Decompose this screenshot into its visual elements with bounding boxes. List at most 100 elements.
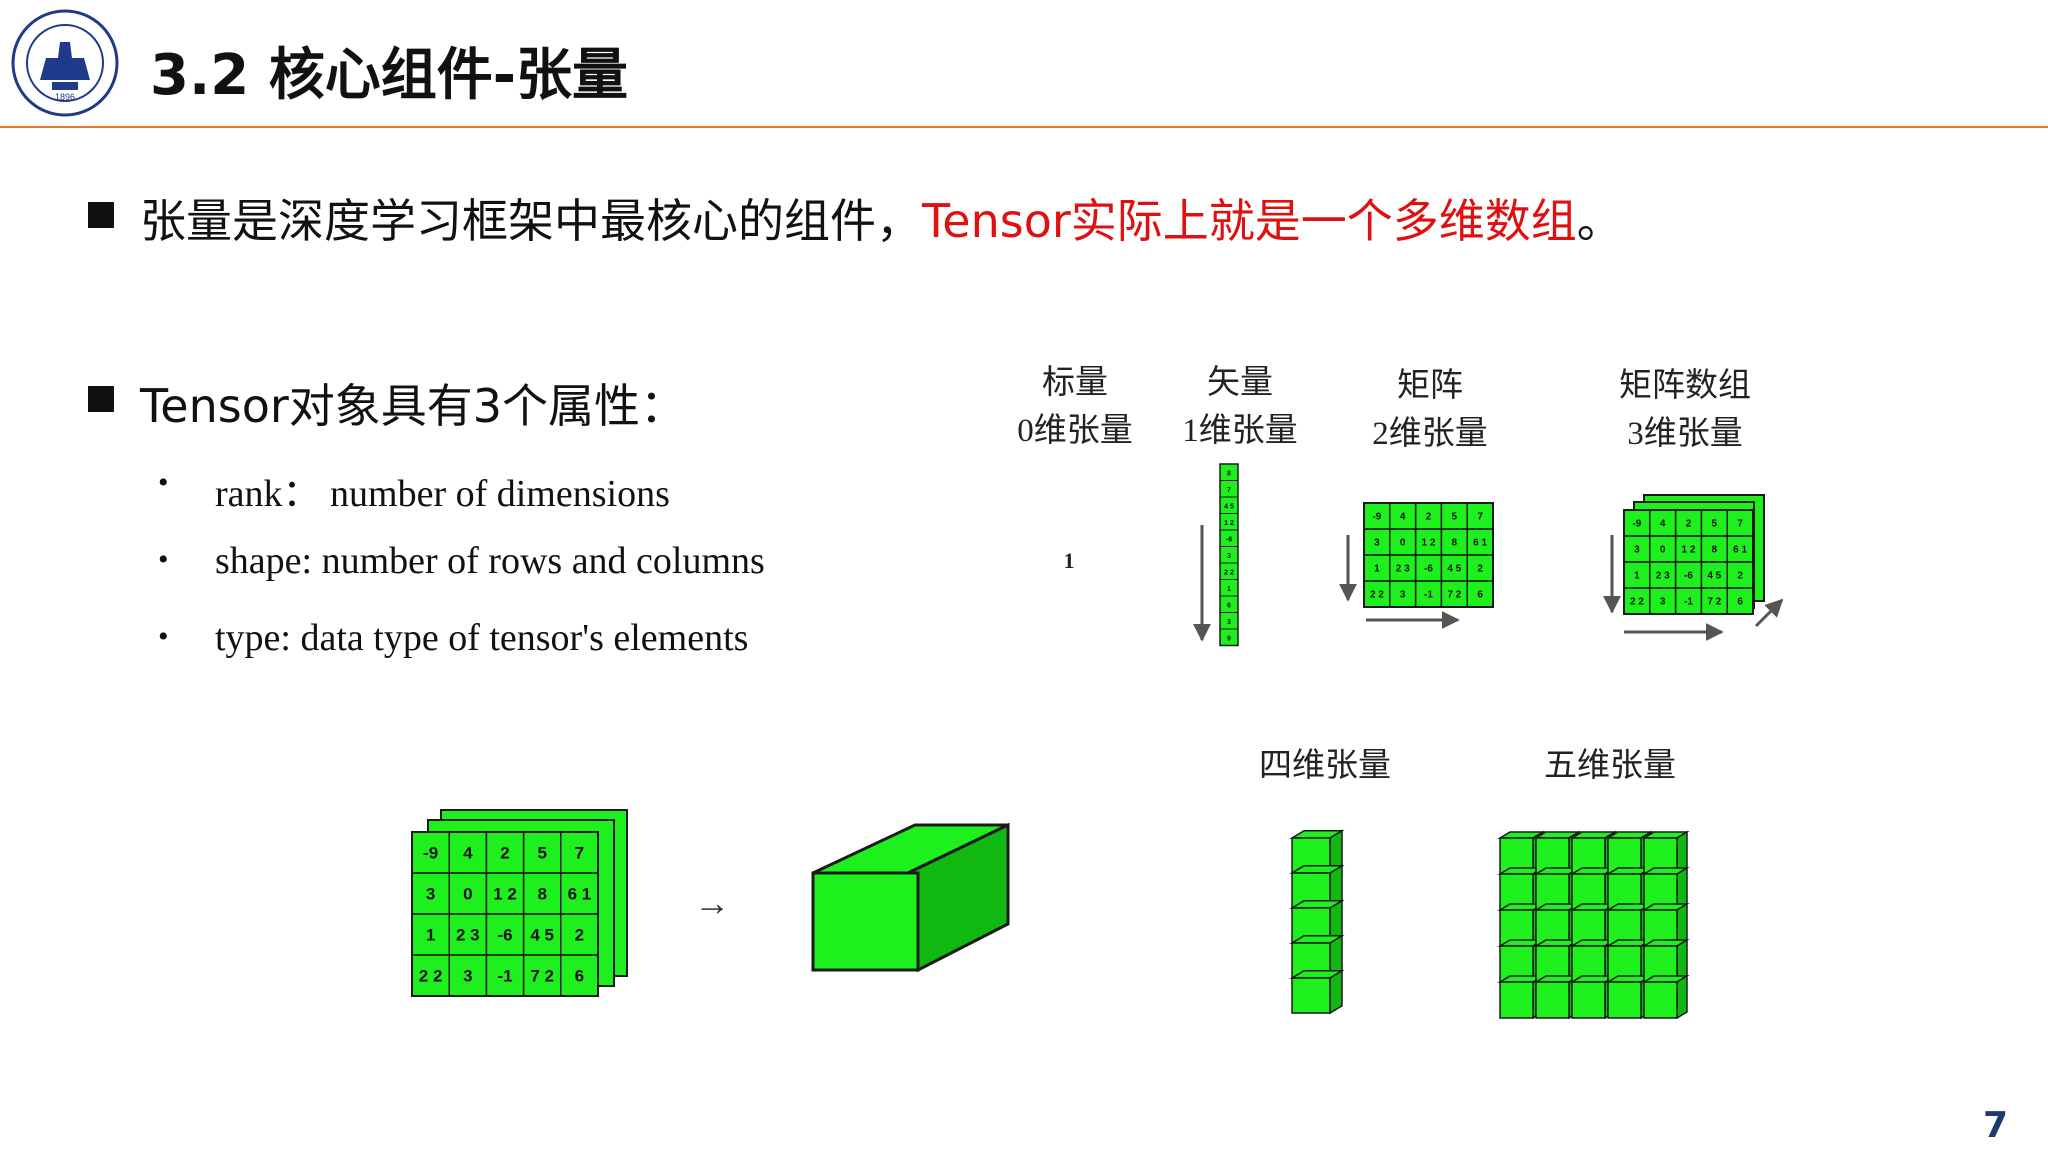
matrix-value: 7: [1477, 512, 1483, 523]
vector-value: 8: [1227, 470, 1231, 477]
vector-dim: 1维张量: [1182, 413, 1298, 449]
cuboid-3d: [811, 822, 1010, 973]
bullet-line-1: 张量是深度学习框架中最核心的组件，Tensor实际上就是一个多维数组。: [140, 185, 1623, 251]
large-stack-value: 3: [463, 967, 472, 986]
matrix-value: 2 3: [1396, 564, 1410, 575]
large-stack-value: -1: [497, 967, 512, 986]
matrix-array-value: 3: [1660, 597, 1666, 608]
vector-value: 7: [1227, 487, 1231, 494]
bullet-1-plain: 张量是深度学习框架中最核心的组件，: [140, 194, 922, 248]
matrix-value: -1: [1424, 590, 1433, 601]
matrix-array-value: 0: [1660, 545, 1666, 556]
vector-caption: 矢量 1维张量: [1175, 355, 1305, 451]
matrix-array-dim: 3维张量: [1627, 416, 1743, 452]
property-shape: shape: number of rows and columns: [215, 540, 765, 582]
matrix-value: 6: [1477, 590, 1483, 601]
vector-value: 9: [1227, 635, 1231, 642]
large-stack-value: 6: [575, 967, 584, 986]
matrix-name: 矩阵: [1397, 368, 1463, 404]
large-stack-value: 7: [575, 844, 584, 863]
matrix-array-value: 7 2: [1707, 597, 1721, 608]
transform-arrow: →: [694, 882, 730, 923]
sub-bullet-dot: •: [158, 466, 169, 499]
matrix-value: 2: [1426, 512, 1432, 523]
tensor-5d-label: 五维张量: [1544, 748, 1676, 784]
cube-unit: [1641, 974, 1690, 1020]
cube-front-face: [1571, 981, 1606, 1019]
matrix-cell: [1466, 580, 1494, 608]
matrix-array-value: 6 1: [1733, 545, 1747, 556]
matrix-array-value: -9: [1632, 519, 1641, 530]
square-bullet-icon: [88, 386, 114, 412]
large-stack-value: -6: [497, 926, 512, 945]
large-stack-value: 1 2: [493, 885, 517, 904]
cube-front-face: [1643, 981, 1678, 1019]
vector-value: 3: [1227, 619, 1231, 626]
matrix-value: 8: [1452, 538, 1458, 549]
matrix-array-value: 8: [1712, 545, 1718, 556]
matrix-array-value: 7: [1737, 519, 1743, 530]
matrix-value: -9: [1372, 512, 1381, 523]
cube-side-face: [1676, 974, 1688, 1020]
cube-front-face: [1535, 981, 1570, 1019]
bullet-line-2: Tensor对象具有3个属性：: [140, 379, 687, 433]
matrix-value: 3: [1374, 538, 1380, 549]
matrix-value: 6 1: [1473, 538, 1487, 549]
matrix-array-value: 3: [1634, 545, 1640, 556]
large-stack-value: 4: [463, 844, 473, 863]
matrix-value: 2: [1477, 564, 1483, 575]
property-type: type: data type of tensor's elements: [215, 617, 749, 659]
sub-bullet-dot: •: [158, 620, 169, 653]
vector-value: 1: [1227, 586, 1231, 593]
square-bullet-icon: [88, 202, 114, 228]
matrix-array-value: -1: [1684, 597, 1693, 608]
cube-front-face: [1607, 981, 1642, 1019]
bullet-1-tail: 。: [1576, 194, 1623, 248]
cube-unit: [1289, 969, 1345, 1015]
matrix-array-value: 1 2: [1682, 545, 1696, 556]
large-stack-value: 2: [500, 844, 509, 863]
matrix-value: 3: [1400, 590, 1406, 601]
scalar-value: 1: [1064, 548, 1075, 573]
matrix-array-value: 4 5: [1707, 571, 1721, 582]
matrix-value: 2 2: [1370, 590, 1384, 601]
large-stack-value: 6 1: [568, 885, 592, 904]
vector-value: -6: [1226, 536, 1232, 543]
sub-bullet-dot: •: [158, 543, 169, 576]
vector-value: 2 2: [1224, 569, 1234, 576]
cube-front-face: [1291, 977, 1331, 1014]
scalar-name: 标量: [1042, 365, 1108, 401]
matrix-array-value: 2: [1686, 519, 1692, 530]
scalar-dim: 0维张量: [1017, 413, 1133, 449]
vector-value: 6: [1227, 602, 1231, 609]
large-stack-value: 1: [426, 926, 435, 945]
large-stack-value: 3: [426, 885, 435, 904]
large-stack-value: 7 2: [530, 967, 554, 986]
matrix-value: 5: [1452, 512, 1458, 523]
matrix-dim: 2维张量: [1372, 416, 1488, 452]
matrix-array-value: -6: [1684, 571, 1693, 582]
property-rank: rank： number of dimensions: [215, 473, 670, 515]
matrix-array-value: 5: [1712, 519, 1718, 530]
matrix-caption: 矩阵 2维张量: [1365, 358, 1495, 454]
large-stack-value: 4 5: [530, 926, 554, 945]
tensor-4d-label: 四维张量: [1259, 748, 1391, 784]
matrix-array-caption: 矩阵数组 3维张量: [1600, 358, 1770, 454]
tensor-5d-block: [1497, 830, 1690, 1020]
vector-value: 1 2: [1224, 520, 1234, 527]
title-divider: [0, 126, 2048, 128]
vector-value: 3: [1227, 553, 1231, 560]
matrix-array-depth-arrow: [1754, 598, 1784, 628]
slide-title: 3.2 核心组件-张量: [150, 43, 628, 108]
large-stack-value: 0: [463, 885, 472, 904]
large-stack-value: 5: [537, 844, 546, 863]
tensor-4d-column: [1289, 829, 1345, 1015]
bullet-1-highlight: Tensor实际上就是一个多维数组: [922, 194, 1577, 248]
matrix-array-value: 6: [1737, 597, 1743, 608]
large-stack-value: 2 3: [456, 926, 480, 945]
matrix-value: -6: [1424, 564, 1433, 575]
